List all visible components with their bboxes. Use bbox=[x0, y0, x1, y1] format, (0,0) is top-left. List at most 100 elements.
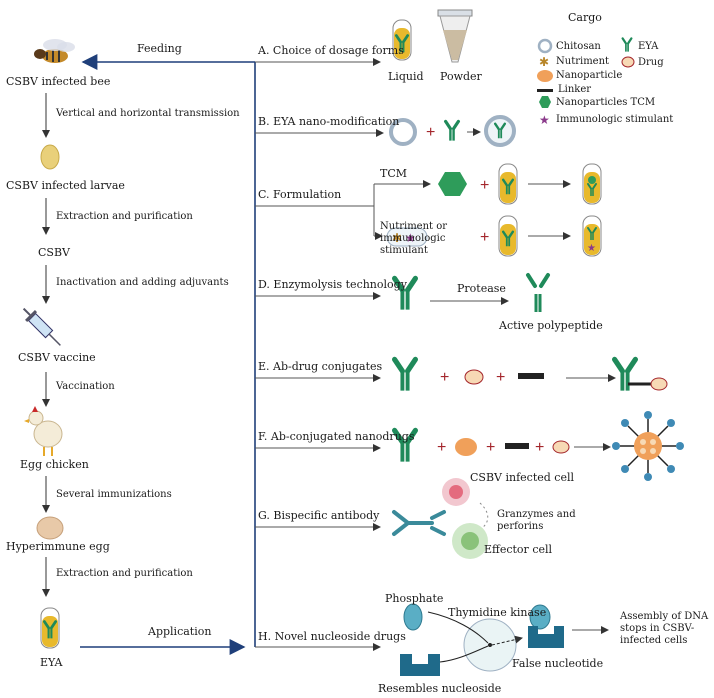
phosphate-icon bbox=[403, 603, 423, 631]
polypeptide-fragments-icon bbox=[526, 273, 550, 312]
section-d-label: D. Enzymolysis technology bbox=[258, 278, 407, 291]
linker-f bbox=[505, 443, 529, 449]
cargo-immuno: Immunologic stimulant bbox=[556, 114, 674, 125]
svg-text:★: ★ bbox=[405, 231, 416, 245]
section-b-label: B. EYA nano-modification bbox=[258, 115, 400, 128]
label-extraction-2: Extraction and purification bbox=[56, 568, 193, 579]
label-resembles-nucleoside: Resembles nucleoside bbox=[378, 682, 502, 695]
cargo-nutriment: Nutriment bbox=[556, 56, 610, 67]
plus-b1: + bbox=[426, 124, 435, 141]
chitosan-icon bbox=[537, 38, 553, 54]
kinase-arrow-1 bbox=[427, 611, 489, 644]
immuno-legend-icon: ★ bbox=[539, 113, 550, 127]
label-thymidine-kinase: Thymidine kinase bbox=[448, 606, 547, 619]
tcm-hexagon-icon bbox=[438, 172, 467, 196]
chicken-icon bbox=[24, 406, 63, 456]
label-active-polypeptide: Active polypeptide bbox=[499, 319, 603, 332]
section-f-label: F. Ab-conjugated nanodrugs bbox=[258, 430, 415, 443]
encapsulated-eya-icon bbox=[484, 115, 516, 147]
kinase-arrow-2 bbox=[439, 645, 489, 663]
larvae-icon bbox=[40, 144, 60, 170]
label-transmission: Vertical and horizontal transmission bbox=[56, 108, 240, 119]
label-liquid: Liquid bbox=[388, 70, 424, 83]
label-protease: Protease bbox=[457, 282, 506, 295]
linker-e bbox=[518, 373, 544, 379]
label-nutriment-1: Nutriment or bbox=[380, 221, 448, 232]
label-inactivation: Inactivation and adding adjuvants bbox=[56, 277, 229, 288]
section-a-label: A. Choice of dosage forms bbox=[258, 44, 404, 57]
cargo-linker: Linker bbox=[558, 84, 592, 95]
formulated-tube-c1 bbox=[582, 163, 602, 205]
label-egg-chicken: Egg chicken bbox=[20, 458, 89, 471]
granzymes-dots bbox=[479, 502, 489, 529]
label-infected-bee: CSBV infected bee bbox=[6, 75, 111, 88]
section-branch-arrows bbox=[255, 58, 431, 651]
label-csbv: CSBV bbox=[38, 246, 70, 259]
formulated-tube-c2: ★ bbox=[582, 215, 602, 257]
kinase-circle-icon bbox=[463, 618, 517, 672]
drug-e bbox=[464, 369, 484, 385]
label-eya: EYA bbox=[40, 656, 63, 669]
eya-tube-icon bbox=[40, 607, 60, 649]
syringe-icon bbox=[22, 307, 61, 346]
drug-legend-icon bbox=[621, 56, 635, 68]
section-c-label: C. Formulation bbox=[258, 188, 342, 201]
label-vaccination: Vaccination bbox=[56, 381, 115, 392]
label-false-nucleotide: False nucleotide bbox=[512, 657, 604, 670]
plus-f1: + bbox=[437, 439, 446, 456]
label-vaccine: CSBV vaccine bbox=[18, 351, 96, 364]
label-assembly-2: stops in CSBV- bbox=[620, 623, 695, 634]
plus-e2: + bbox=[496, 369, 505, 386]
label-infected-larvae: CSBV infected larvae bbox=[6, 179, 125, 192]
eya-antibody-b bbox=[444, 119, 460, 143]
drug-f bbox=[552, 440, 570, 454]
cargo-legend-icons: ✱ ★ bbox=[537, 37, 635, 127]
nutriment-icon: ✱ bbox=[539, 55, 549, 69]
label-application: Application bbox=[148, 625, 212, 638]
chitosan-ring-icon bbox=[389, 118, 417, 146]
label-nutriment-3: stimulant bbox=[380, 245, 428, 256]
plus-c1: + bbox=[480, 177, 489, 194]
eya-tube-c2 bbox=[498, 215, 518, 257]
label-granzymes-2: perforins bbox=[497, 521, 544, 532]
cargo-eya: EYA bbox=[638, 41, 659, 52]
svg-text:★: ★ bbox=[587, 243, 596, 254]
label-hyperimmune-egg: Hyperimmune egg bbox=[6, 540, 110, 553]
antibody-e bbox=[395, 359, 416, 390]
nanoparticle-f bbox=[455, 438, 477, 456]
label-immunizations: Several immunizations bbox=[56, 489, 172, 500]
cargo-nano-tcm: Nanoparticles TCM bbox=[556, 97, 656, 108]
label-tcm: TCM bbox=[380, 167, 408, 180]
eya-legend-icon bbox=[621, 37, 633, 53]
adc-conjugate-icon bbox=[615, 359, 668, 390]
label-granzymes-1: Granzymes and bbox=[497, 509, 576, 520]
label-extraction-1: Extraction and purification bbox=[56, 211, 193, 222]
nanodrug-cluster-icon bbox=[612, 411, 684, 481]
nanoparticle-legend-icon bbox=[537, 70, 553, 82]
false-nucleotide-icon bbox=[528, 604, 564, 648]
svg-text:✱: ✱ bbox=[392, 231, 402, 245]
section-g-label: G. Bispecific antibody bbox=[258, 509, 380, 522]
label-infected-cell: CSBV infected cell bbox=[470, 471, 574, 484]
label-effector-cell: Effector cell bbox=[484, 543, 553, 556]
plus-f3: + bbox=[535, 439, 544, 456]
cargo-nanoparticle: Nanoparticle bbox=[556, 70, 623, 81]
linker-legend-icon bbox=[537, 89, 553, 92]
plus-e1: + bbox=[440, 369, 449, 386]
egg-icon bbox=[36, 516, 64, 540]
section-h-label: H. Novel nucleoside drugs bbox=[258, 630, 406, 643]
label-powder: Powder bbox=[440, 70, 482, 83]
tcm-legend-icon bbox=[539, 96, 551, 108]
cargo-chitosan: Chitosan bbox=[556, 41, 601, 52]
section-e-label: E. Ab-drug conjugates bbox=[258, 360, 383, 373]
powder-tube-icon bbox=[437, 9, 473, 63]
label-feeding: Feeding bbox=[137, 42, 182, 55]
infected-cell-icon bbox=[442, 478, 470, 506]
plus-c2: + bbox=[480, 229, 489, 246]
eya-tube-c1 bbox=[498, 163, 518, 205]
bee-icon bbox=[34, 39, 75, 63]
effector-cell-icon bbox=[452, 523, 488, 559]
cargo-title: Cargo bbox=[568, 11, 602, 24]
kinase-arrow-3 bbox=[491, 635, 523, 646]
